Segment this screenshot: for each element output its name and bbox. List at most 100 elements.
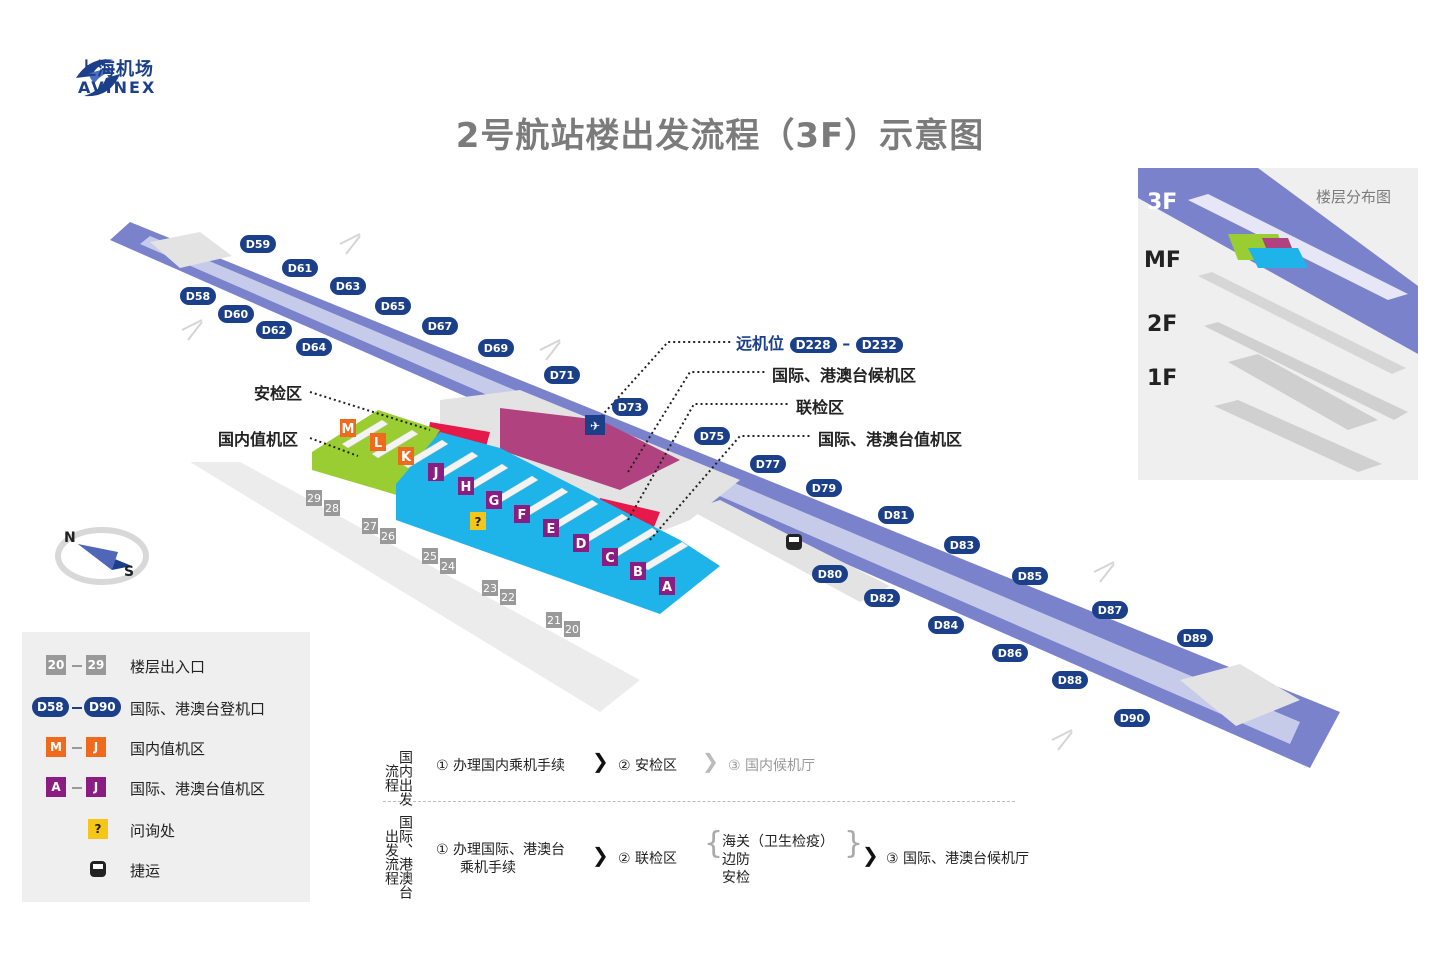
legend-intl-to: J bbox=[86, 777, 106, 797]
entrance-badge bbox=[440, 558, 456, 574]
gate-badge bbox=[750, 455, 786, 473]
gate-label: D60 bbox=[224, 308, 249, 321]
intl-flow-heading: 国际、港澳台出发流程 bbox=[383, 812, 413, 902]
counter-label: G bbox=[489, 494, 500, 509]
entrance-label: 29 bbox=[307, 492, 321, 505]
floor-mf-label: MF bbox=[1144, 248, 1181, 273]
counter-label: F bbox=[518, 508, 527, 523]
compass-s: S bbox=[124, 564, 134, 580]
counter-label: H bbox=[461, 480, 472, 495]
entrance-badge bbox=[482, 580, 498, 596]
gate-label: D58 bbox=[186, 290, 210, 303]
gate-label: D64 bbox=[302, 341, 327, 354]
gate-badge bbox=[806, 479, 842, 497]
callout-domestic-checkin: 国内值机区 bbox=[218, 430, 299, 449]
entrance-badge bbox=[564, 621, 580, 637]
floor-1f-label: 1F bbox=[1147, 366, 1178, 391]
callout-remote-stand: 远机位 D228 – D232 bbox=[736, 330, 903, 354]
counter-badge bbox=[370, 433, 386, 451]
gate-badge bbox=[694, 427, 730, 445]
legend-entrance-label: 楼层出入口 bbox=[130, 658, 206, 676]
entrance-badge bbox=[546, 612, 562, 628]
legend-intl-from: A bbox=[46, 777, 66, 797]
entrance-label: 28 bbox=[325, 502, 339, 515]
gate-badge bbox=[544, 366, 580, 384]
remote-from-badge: D228 bbox=[789, 337, 837, 353]
gate-label: D80 bbox=[818, 568, 843, 581]
callout-leaders bbox=[309, 341, 812, 541]
gate-badge bbox=[330, 277, 366, 295]
gate-label: D81 bbox=[884, 509, 908, 522]
counter-badge bbox=[602, 548, 618, 566]
counter-label: D bbox=[576, 537, 587, 552]
logo-name-en: AVINEX bbox=[78, 78, 157, 97]
remote-stand-label: 远机位 bbox=[736, 334, 785, 353]
counter-label: M bbox=[342, 422, 355, 437]
floor-2f-label: 2F bbox=[1147, 312, 1178, 337]
page-title: 2号航站楼出发流程（3F）示意图 bbox=[455, 116, 985, 156]
gate-badge bbox=[375, 297, 411, 315]
domestic-step-3: ③ 国内候机厅 bbox=[728, 758, 816, 774]
callout-intl-waiting: 国际、港澳台候机区 bbox=[772, 366, 917, 385]
legend-shuttle-label: 捷运 bbox=[130, 862, 161, 880]
brace-right-icon: } bbox=[844, 826, 864, 861]
counter-badge bbox=[514, 505, 530, 523]
gate-badge bbox=[180, 287, 216, 305]
floor-stack-diagram bbox=[1138, 168, 1418, 472]
chevron-right-icon: ❯ bbox=[702, 749, 719, 773]
compass-n: N bbox=[64, 530, 76, 546]
legend-entrance-to: 29 bbox=[86, 655, 106, 675]
entrance-label: 25 bbox=[423, 550, 437, 563]
legend-row-entrances: 20 29 楼层出入口 bbox=[22, 652, 310, 680]
callout-intl-checkin: 国际、港澳台值机区 bbox=[818, 430, 963, 449]
gate-badge bbox=[864, 589, 900, 607]
domestic-flow-heading-text: 国内出发流程 bbox=[383, 750, 413, 806]
gate-badge bbox=[878, 506, 914, 524]
gate-label: D73 bbox=[618, 401, 642, 414]
legend-dash bbox=[72, 787, 82, 789]
counter-label: L bbox=[374, 436, 382, 451]
legend-row-gates: D58 D90 国际、港澳台登机口 bbox=[22, 694, 310, 722]
brace-left-icon: { bbox=[704, 826, 724, 861]
pier-end-north bbox=[150, 232, 232, 268]
gate-badge bbox=[218, 305, 254, 323]
gate-badge bbox=[296, 338, 332, 356]
entrance-badge bbox=[500, 589, 516, 605]
legend-domestic-label: 国内值机区 bbox=[130, 740, 206, 758]
domestic-flow-heading: 国内出发流程 bbox=[383, 748, 413, 808]
entrance-badge bbox=[362, 518, 378, 534]
legend-gate-from: D58 bbox=[32, 697, 69, 717]
legend-gate-to: D90 bbox=[84, 697, 121, 717]
gate-label: D67 bbox=[428, 320, 452, 333]
gate-label: D65 bbox=[381, 300, 405, 313]
legend-domestic-to: J bbox=[86, 737, 106, 757]
svg-text:?: ? bbox=[475, 515, 482, 529]
legend: 20 29 楼层出入口 D58 D90 国际、港澳台登机口 M J 国内值机区 … bbox=[22, 632, 310, 902]
legend-dash bbox=[72, 665, 82, 667]
counter-badge bbox=[543, 519, 559, 537]
roadway bbox=[190, 462, 640, 712]
intl-waiting-zone bbox=[500, 408, 680, 490]
counter-badge bbox=[340, 419, 356, 437]
gate-badge bbox=[1052, 671, 1088, 689]
floor-3f-label: 3F bbox=[1147, 190, 1178, 215]
counter-badge bbox=[428, 463, 444, 481]
aircraft-icons bbox=[181, 233, 1115, 751]
intl-flow-heading-text: 国际、港澳台出发流程 bbox=[383, 815, 413, 899]
entrance-label: 27 bbox=[363, 520, 377, 533]
gate-badge bbox=[992, 644, 1028, 662]
gate-badge bbox=[478, 339, 514, 357]
gate-label: D75 bbox=[700, 430, 724, 443]
gate-label: D88 bbox=[1058, 674, 1082, 687]
entrance-badge bbox=[324, 500, 340, 516]
gate-label: D84 bbox=[934, 619, 959, 632]
gate-label: D69 bbox=[484, 342, 508, 355]
floor-inset-title: 楼层分布图 bbox=[1316, 188, 1392, 206]
gate-badge bbox=[1092, 601, 1128, 619]
gate-badge bbox=[944, 536, 980, 554]
counter-badge bbox=[573, 534, 589, 552]
entrance-badge bbox=[306, 490, 322, 506]
avinex-logo-icon bbox=[76, 59, 120, 97]
remote-range-dash: – bbox=[842, 334, 851, 353]
gate-badge bbox=[928, 616, 964, 634]
